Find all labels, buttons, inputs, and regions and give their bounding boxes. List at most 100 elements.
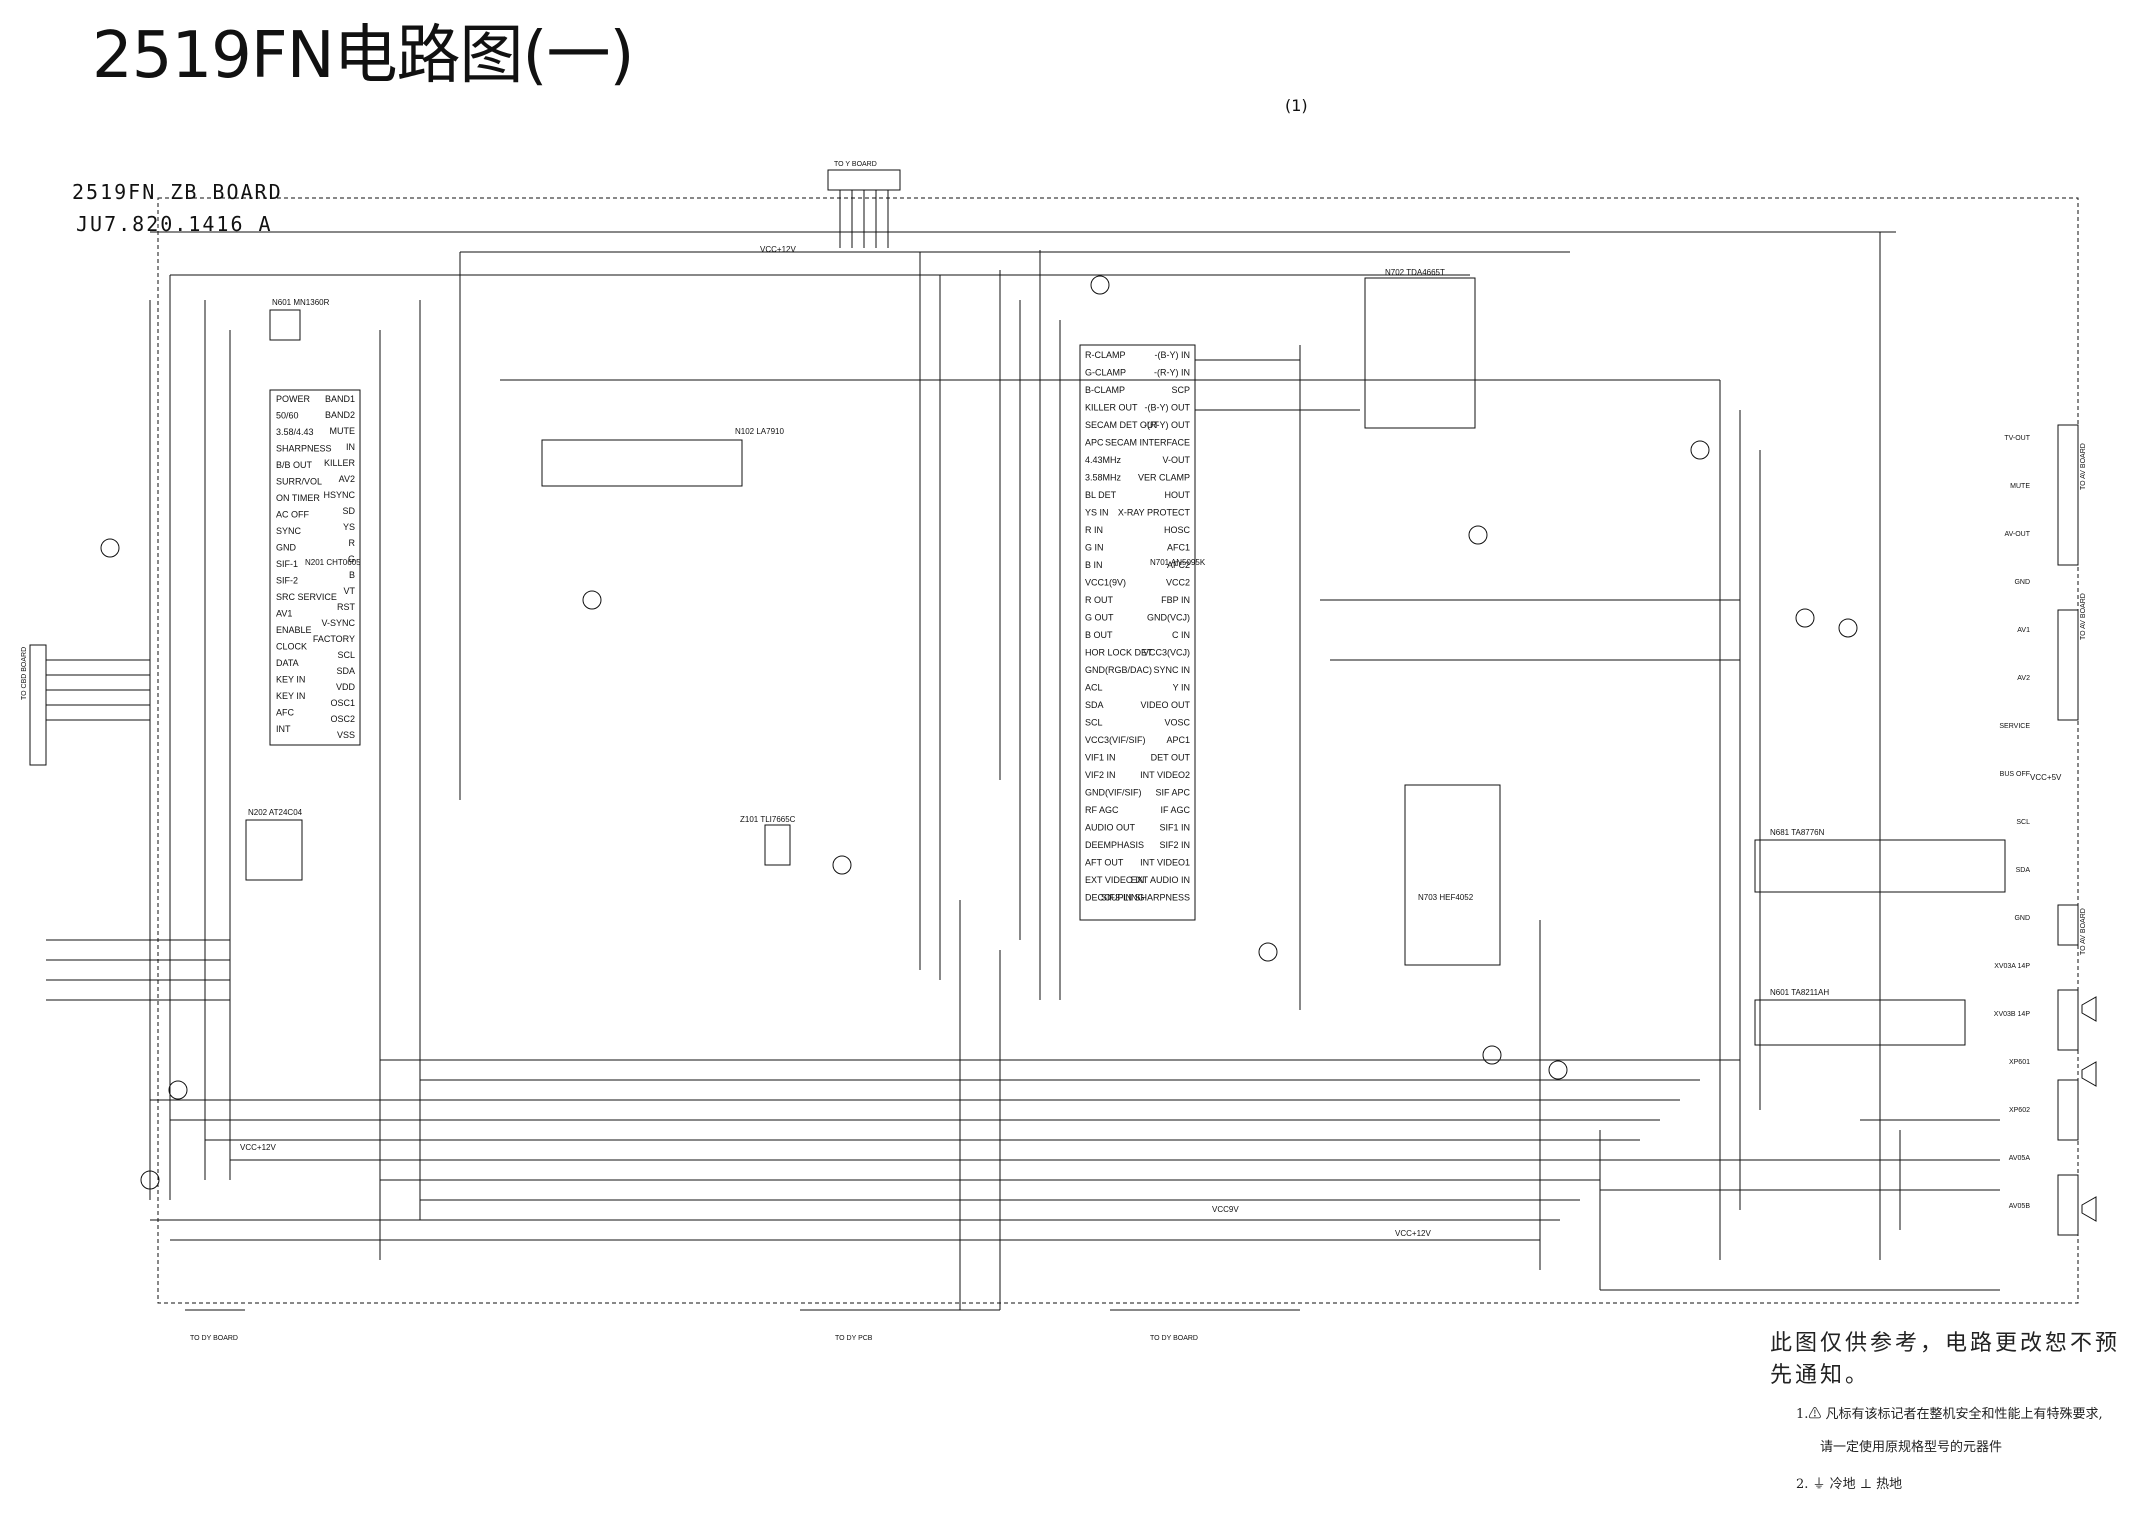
n701-pin-label-4: SECAM DET OUT bbox=[1085, 420, 1159, 430]
n701-pin-label-3: KILLER OUT bbox=[1085, 403, 1138, 413]
chip-n202: N202 AT24C04 bbox=[248, 808, 303, 817]
transistor-v608 bbox=[100, 538, 120, 558]
n701-pin-label-r-13: VCC2 bbox=[1166, 578, 1190, 588]
n701-pin-label-6: 4.43MHz bbox=[1085, 455, 1122, 465]
board-name: 2519FN ZB BOARD bbox=[72, 180, 283, 204]
right-connector-5 bbox=[2057, 1079, 2079, 1141]
n201-pin-label-r-7: SD bbox=[342, 506, 355, 516]
n701-pin-label-12: B IN bbox=[1085, 560, 1103, 570]
ic-n601-body bbox=[269, 309, 301, 341]
vcc5-label: VCC+5V bbox=[2030, 773, 2062, 782]
n701-pin-label-r-2: SCP bbox=[1171, 385, 1190, 395]
right-label-6: SERVICE bbox=[1999, 723, 2030, 730]
chip-n703: N703 HEF4052 bbox=[1418, 893, 1474, 902]
n201-pin-label-7: AC OFF bbox=[276, 510, 310, 520]
n701-pin-label-25: GND(VIF/SIF) bbox=[1085, 788, 1142, 798]
n201-pin-label-r-3: IN bbox=[346, 442, 355, 452]
n201-pin-label-0: POWER bbox=[276, 394, 311, 404]
n701-pin-label-r-17: VCC3(VCJ) bbox=[1143, 648, 1190, 658]
ic-z101-body bbox=[764, 824, 791, 866]
n201-pin-label-4: B/B OUT bbox=[276, 460, 313, 470]
n701-pin-label-r-27: SIF1 IN bbox=[1159, 823, 1190, 833]
vcc12-bottom-label: VCC+12V bbox=[1395, 1229, 1431, 1238]
ic-n102-body bbox=[541, 439, 743, 487]
n701-pin-label-23: VIF1 IN bbox=[1085, 753, 1116, 763]
n701-pin-label-5: APC bbox=[1085, 438, 1104, 448]
to-av-board-1: TO AV BOARD bbox=[2080, 443, 2087, 490]
n701-pin-label-r-6: V-OUT bbox=[1162, 455, 1190, 465]
n701-pin-label-31: DECOUPLING bbox=[1085, 893, 1145, 903]
n701-pin-label-11: G IN bbox=[1085, 543, 1104, 553]
n201-pin-label-r-14: V-SYNC bbox=[321, 618, 355, 628]
ic-n703-body bbox=[1404, 784, 1501, 966]
n701-pin-label-0: R-CLAMP bbox=[1085, 350, 1126, 360]
n701-pin-label-28: DEEMPHASIS bbox=[1085, 840, 1144, 850]
transistor-v706 bbox=[1795, 608, 1815, 628]
n201-pin-label-r-0: BAND1 bbox=[325, 394, 355, 404]
right-label-5: AV2 bbox=[2017, 675, 2030, 682]
right-connector-3 bbox=[2057, 904, 2079, 946]
n701-pin-label-r-10: HOSC bbox=[1164, 525, 1191, 535]
n201-pin-label-r-4: KILLER bbox=[324, 458, 356, 468]
left-connector bbox=[29, 644, 47, 766]
to-dy-board-label: TO DY BOARD bbox=[190, 1335, 238, 1342]
n701-pin-label-21: SCL bbox=[1085, 718, 1103, 728]
n201-pin-label-14: ENABLE bbox=[276, 625, 312, 635]
n201-pin-label-r-2: MUTE bbox=[330, 426, 356, 436]
speaker-2 bbox=[2081, 1061, 2097, 1087]
n701-pin-label-r-12: AFC2 bbox=[1167, 560, 1190, 570]
right-connector-6 bbox=[2057, 1174, 2079, 1236]
n701-pin-label-16: B OUT bbox=[1085, 630, 1113, 640]
right-connector-2 bbox=[2057, 609, 2079, 721]
n201-pin-label-9: GND bbox=[276, 543, 297, 553]
n201-pin-label-18: KEY IN bbox=[276, 691, 305, 701]
n701-pin-label-10: R IN bbox=[1085, 525, 1103, 535]
n201-pin-label-16: DATA bbox=[276, 658, 299, 668]
n201-pin-label-r-16: SCL bbox=[337, 650, 355, 660]
n201-pin-label-17: KEY IN bbox=[276, 675, 305, 685]
to-av-board-3: TO AV BOARD bbox=[2080, 908, 2087, 955]
n701-pin-label-r-3: -(B-Y) OUT bbox=[1145, 403, 1191, 413]
n701-pin-label-26: RF AGC bbox=[1085, 805, 1119, 815]
right-label-9: SDA bbox=[2016, 867, 2031, 874]
n701-pin-label-r-20: VIDEO OUT bbox=[1140, 700, 1190, 710]
n701-pin-label-r-9: X-RAY PROTECT bbox=[1118, 508, 1191, 518]
n201-pin-label-r-10: G bbox=[348, 554, 355, 564]
transistor-v273 bbox=[140, 1170, 160, 1190]
n701-pin-label-r-24: INT VIDEO2 bbox=[1140, 770, 1190, 780]
to-dy-board-label-2: TO DY BOARD bbox=[1150, 1335, 1198, 1342]
transistor-v102 bbox=[832, 855, 852, 875]
right-label-10: GND bbox=[2014, 915, 2030, 922]
n701-pin-label-r-5: SECAM INTERFACE bbox=[1105, 438, 1190, 448]
n701-pin-label-r-11: AFC1 bbox=[1167, 543, 1190, 553]
n201-pin-label-r-15: FACTORY bbox=[313, 634, 355, 644]
n701-pin-label-22: VCC3(VIF/SIF) bbox=[1085, 735, 1146, 745]
n701-pin-label-r-1: -(R-Y) IN bbox=[1154, 368, 1190, 378]
to-dy-pcb-label: TO DY PCB bbox=[835, 1335, 873, 1342]
n201-pin-label-r-1: BAND2 bbox=[325, 410, 355, 420]
n201-pin-label-3: SHARPNESS bbox=[276, 444, 332, 454]
n701-pin-label-r-31: SIF3-IN SHARPNESS bbox=[1101, 893, 1190, 903]
n201-pin-label-20: INT bbox=[276, 724, 291, 734]
right-label-4: AV1 bbox=[2017, 627, 2030, 634]
n201-pin-label-8: SYNC bbox=[276, 526, 302, 536]
transistor-v141 bbox=[582, 590, 602, 610]
right-connector-4 bbox=[2057, 989, 2079, 1051]
page-title: 2519FN电路图(一) bbox=[92, 19, 634, 93]
right-label-0: TV-OUT bbox=[2004, 435, 2030, 442]
chip-z101: Z101 TLI7665C bbox=[740, 815, 796, 824]
right-label-15: AV05A bbox=[2009, 1155, 2031, 1162]
n201-right-pins: BAND1BAND2MUTEINKILLERAV2HSYNCSDYSRGBVTR… bbox=[313, 394, 356, 740]
speaker-3 bbox=[2081, 1196, 2097, 1222]
vcc12-left-label: VCC+12V bbox=[240, 1143, 276, 1152]
n201-pin-label-r-6: HSYNC bbox=[323, 490, 355, 500]
note-safety: 1.⚠ 凡标有该标记者在整机安全和性能上有特殊要求, bbox=[1796, 1407, 2103, 1422]
n201-pin-label-r-17: SDA bbox=[336, 666, 355, 676]
n201-pin-label-19: AFC bbox=[276, 708, 295, 718]
ic-n702-body bbox=[1364, 277, 1476, 429]
chip-n681: N681 TA8776N bbox=[1770, 828, 1825, 837]
chip-n601b: N601 TA8211AH bbox=[1770, 988, 1829, 997]
